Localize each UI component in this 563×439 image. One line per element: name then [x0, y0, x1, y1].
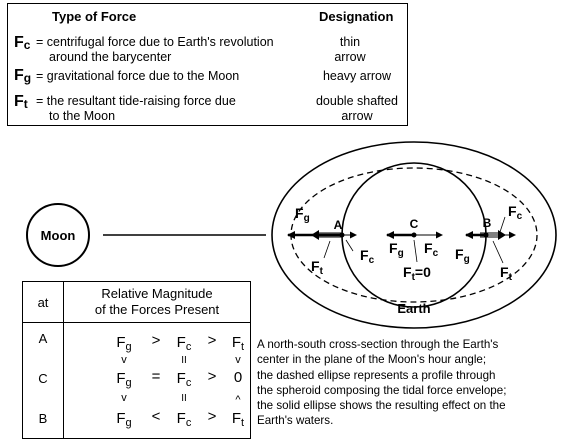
tidal-water-ellipse — [271, 141, 557, 329]
rel-a-term1: Fg — [116, 334, 131, 353]
rel-c-term2: Fc — [177, 370, 192, 389]
rel-a-term3: Ft — [232, 334, 244, 353]
rel-mark-2-c3: ^ — [235, 394, 241, 406]
legend-row-fg: Fg = gravitational force due to the Moon… — [14, 67, 392, 85]
diagram-caption: A north-south cross-section through the … — [257, 338, 507, 428]
legend-header-designation: Designation — [319, 9, 393, 24]
legend-ft-designation-line2: arrow — [341, 109, 373, 123]
relative-magnitude-table: at Relative Magnitude of the Forces Pres… — [22, 281, 251, 439]
table-header-magnitude: Relative Magnitude of the Forces Present — [63, 281, 251, 323]
ft-arrow-b-head — [498, 230, 506, 240]
legend-row-fc: Fc = centrifugal force due to Earth's re… — [14, 34, 367, 64]
rel-b-op1: < — [152, 408, 161, 425]
rel-a-op1: > — [152, 332, 161, 349]
legend-ft-desc-line1: = the resultant tide-raising force due — [36, 94, 236, 108]
table-header-mag-line1: Relative Magnitude — [101, 286, 213, 301]
table-header-mag-line2: of the Forces Present — [94, 302, 220, 317]
legend-ft-designation-line1: double shafted — [316, 94, 398, 108]
label-ft-b: Ft — [500, 264, 513, 283]
legend-header-type: Type of Force — [52, 9, 136, 24]
label-fg-a: Fg — [295, 205, 310, 224]
legend-fc-designation-line2: arrow — [334, 50, 366, 64]
leader-fc-a — [345, 239, 354, 252]
legend-symbol-ft: Ft — [14, 93, 28, 111]
table-at-column: A C B — [22, 322, 64, 439]
magnitude-relations: Fg > Fc > Ft v II v Fg = Fc > 0 v — [116, 332, 244, 429]
rel-c-op2: > — [208, 368, 217, 385]
rel-c-op1: = — [152, 368, 161, 385]
label-ft-a: Ft — [311, 258, 324, 277]
rel-c-term1: Fg — [116, 370, 131, 389]
point-b-label: B — [483, 216, 492, 230]
legend-symbol-fc: Fc — [14, 34, 31, 52]
force-legend-box — [7, 3, 408, 126]
leader-ft-a — [323, 240, 331, 259]
legend-fg-designation: heavy arrow — [323, 69, 392, 83]
rel-b-term2: Fc — [177, 410, 192, 429]
legend-row-ft: Ft = the resultant tide-raising force du… — [14, 93, 398, 123]
table-row-a-label: A — [38, 331, 48, 346]
rel-mark-2-c2: II — [181, 393, 187, 404]
rel-mark-1-c2: II — [181, 355, 187, 366]
legend-fc-desc-line1: = centrifugal force due to Earth's revol… — [36, 35, 274, 49]
legend-fc-designation-line1: thin — [340, 35, 360, 49]
earth-label: Earth — [397, 301, 430, 316]
label-fc-a: Fc — [360, 247, 375, 266]
table-row-b-label: B — [38, 411, 48, 426]
point-a-label: A — [334, 218, 343, 232]
leader-fc-b — [499, 216, 506, 233]
ft-arrow-a-head — [311, 230, 319, 240]
table-header-at: at — [22, 281, 64, 323]
point-c-label: C — [410, 217, 419, 231]
legend-ft-desc-line2: to the Moon — [49, 109, 115, 123]
table-magnitude-column: Fg > Fc > Ft v II v Fg = Fc > 0 v — [63, 322, 251, 439]
legend-fc-desc-line2: around the barycenter — [49, 50, 171, 64]
label-fc-c: Fc — [424, 240, 439, 259]
label-fc-b: Fc — [508, 203, 523, 222]
rel-c-term3: 0 — [234, 369, 242, 386]
legend-symbol-fg: Fg — [14, 67, 31, 85]
rel-b-term1: Fg — [116, 410, 131, 429]
rel-mark-1-c3: v — [235, 354, 241, 366]
rel-mark-1-c1: v — [121, 354, 127, 366]
table-row-c-label: C — [38, 371, 48, 386]
rel-b-op2: > — [208, 408, 217, 425]
leader-ft-c — [413, 239, 418, 263]
rel-a-op2: > — [208, 332, 217, 349]
label-fg-b: Fg — [455, 246, 470, 265]
rel-mark-2-c1: v — [121, 392, 127, 404]
leader-ft-b — [492, 240, 504, 264]
moon-label: Moon — [41, 228, 76, 243]
legend-fg-desc-line1: = gravitational force due to the Moon — [36, 69, 239, 83]
label-fg-c: Fg — [389, 240, 404, 259]
rel-b-term3: Ft — [232, 410, 244, 429]
label-ft-c: Ft=0 — [403, 264, 431, 283]
rel-a-term2: Fc — [177, 334, 192, 353]
moon-circle — [26, 203, 90, 267]
